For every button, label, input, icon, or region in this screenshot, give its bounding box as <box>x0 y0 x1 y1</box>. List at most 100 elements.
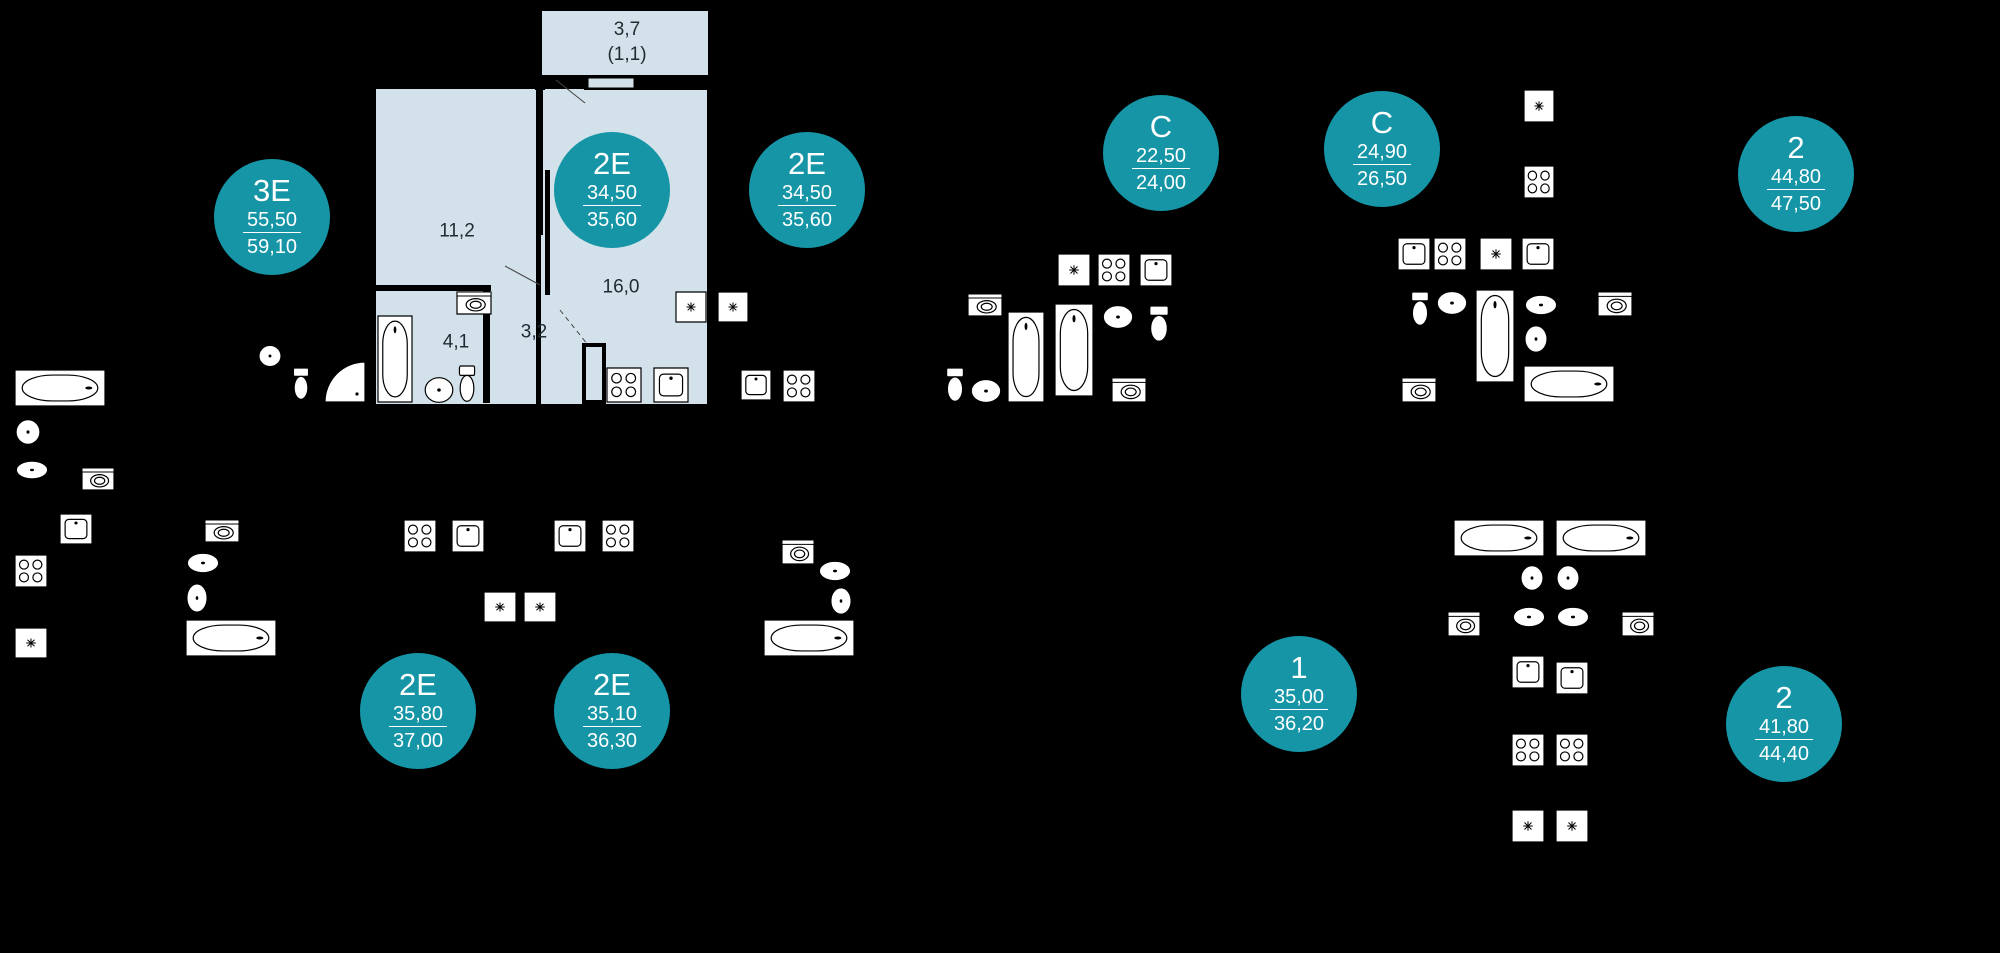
unit-type: C <box>1149 109 1173 144</box>
washbasin-icon <box>1437 292 1466 315</box>
washbasin-icon <box>1513 607 1544 626</box>
bathtub-icon <box>764 620 854 656</box>
toilet-icon <box>1412 292 1429 325</box>
stove-icon <box>1556 734 1588 766</box>
stove-icon <box>783 370 815 402</box>
balcony-floor <box>542 11 708 75</box>
unit-badge-2e-bottom-b[interactable]: 2E 35,10 36,30 <box>554 653 670 769</box>
unit-area: 41,80 <box>1754 716 1814 740</box>
unit-area: 35,80 <box>388 703 448 727</box>
wall <box>536 75 543 235</box>
bathtub-icon <box>1556 520 1646 556</box>
bathtub-icon <box>186 620 276 656</box>
shower-tray-icon <box>325 362 365 402</box>
washing-machine-icon <box>82 468 114 490</box>
washing-machine-icon <box>205 520 239 542</box>
unit-badge-2-top[interactable]: 2 44,80 47,50 <box>1738 116 1854 232</box>
unit-badge-2e-bottom-a[interactable]: 2E 35,80 37,00 <box>360 653 476 769</box>
bathtub-icon <box>1454 520 1544 556</box>
sink-icon <box>741 370 771 400</box>
unit-badge-3e[interactable]: 3E 55,50 59,10 <box>214 159 330 275</box>
washbasin-icon <box>1557 566 1579 591</box>
toilet-icon <box>459 366 474 401</box>
fridge-icon <box>1058 254 1090 286</box>
wall <box>545 170 550 295</box>
sink-icon <box>554 520 586 552</box>
sink-icon <box>60 514 92 544</box>
stove-icon <box>1524 166 1554 198</box>
toilet-icon <box>293 368 308 399</box>
room-area-left: 11,2 <box>439 220 475 242</box>
unit-area: 44,80 <box>1766 166 1826 190</box>
washbasin-icon <box>16 420 40 445</box>
washbasin-icon <box>16 461 47 479</box>
unit-type: 2E <box>399 667 437 702</box>
bathtub-icon <box>378 316 412 402</box>
unit-area: 35,00 <box>1269 686 1329 710</box>
fridge-icon <box>15 628 47 658</box>
unit-badge-2-bottom[interactable]: 2 41,80 44,40 <box>1726 666 1842 782</box>
unit-badge-2e-right[interactable]: 2E 34,50 35,60 <box>749 132 865 248</box>
washing-machine-icon <box>1622 612 1654 636</box>
unit-total-area: 24,00 <box>1135 172 1187 194</box>
unit-total-area: 36,20 <box>1273 713 1325 735</box>
fridge-icon <box>718 292 748 322</box>
room-area-balcony: 3,7 (1,1) <box>607 19 647 65</box>
unit-badge-c-b[interactable]: C 24,90 26,50 <box>1324 91 1440 207</box>
sink-icon <box>1512 656 1544 688</box>
stove-icon <box>1434 238 1466 270</box>
washbasin-icon <box>1525 295 1556 314</box>
sink-icon <box>1140 254 1172 286</box>
unit-type: C <box>1370 105 1394 140</box>
wall <box>582 343 606 404</box>
unit-type: 2E <box>593 146 631 181</box>
stove-icon <box>15 555 47 587</box>
fridge-icon <box>484 592 516 622</box>
unit-type: 1 <box>1290 650 1308 685</box>
toilet-icon <box>1150 306 1168 341</box>
unit-area: 34,50 <box>777 182 837 206</box>
unit-area: 22,50 <box>1131 145 1191 169</box>
selected-apartment[interactable] <box>376 11 708 404</box>
balcony-door <box>587 77 635 89</box>
stove-icon <box>607 368 641 402</box>
fridge-icon <box>1524 90 1554 122</box>
washbasin-icon <box>425 378 453 403</box>
unit-badge-2e-selected[interactable]: 2E 34,50 35,60 <box>554 132 670 248</box>
unit-badge-1[interactable]: 1 35,00 36,20 <box>1241 636 1357 752</box>
bathtub-icon <box>1008 312 1044 402</box>
unit-total-area: 36,30 <box>586 730 638 752</box>
room-area-right: 16,0 <box>602 276 640 298</box>
unit-total-area: 47,50 <box>1770 193 1822 215</box>
washbasin-icon <box>187 584 207 612</box>
washing-machine-icon <box>1448 612 1480 636</box>
unit-area: 35,10 <box>582 703 642 727</box>
fridge-icon <box>1556 810 1588 842</box>
unit-total-area: 44,40 <box>1758 743 1810 765</box>
fridge-icon <box>1480 238 1512 270</box>
room-area-bathroom: 4,1 <box>442 331 470 353</box>
wall <box>535 78 545 90</box>
sink-icon <box>452 520 484 552</box>
wall <box>376 285 491 291</box>
washing-machine-icon <box>782 540 814 564</box>
washing-machine-icon <box>1598 292 1632 316</box>
unit-total-area: 26,50 <box>1356 168 1408 190</box>
unit-area: 24,90 <box>1352 141 1412 165</box>
washbasin-icon <box>259 345 281 366</box>
sink-icon <box>1522 238 1554 270</box>
unit-area: 55,50 <box>242 209 302 233</box>
sink-icon <box>1556 662 1588 694</box>
fridge-icon <box>1512 810 1544 842</box>
door-swing <box>555 79 586 104</box>
unit-badge-c-a[interactable]: C 22,50 24,00 <box>1103 95 1219 211</box>
washbasin-icon <box>971 380 1000 403</box>
stove-icon <box>1098 254 1130 286</box>
stove-icon <box>602 520 634 552</box>
unit-total-area: 37,00 <box>392 730 444 752</box>
bathtub-icon <box>1055 304 1093 396</box>
bathtub-icon <box>1524 366 1614 402</box>
unit-type: 2E <box>593 667 631 702</box>
washbasin-icon <box>831 588 851 614</box>
